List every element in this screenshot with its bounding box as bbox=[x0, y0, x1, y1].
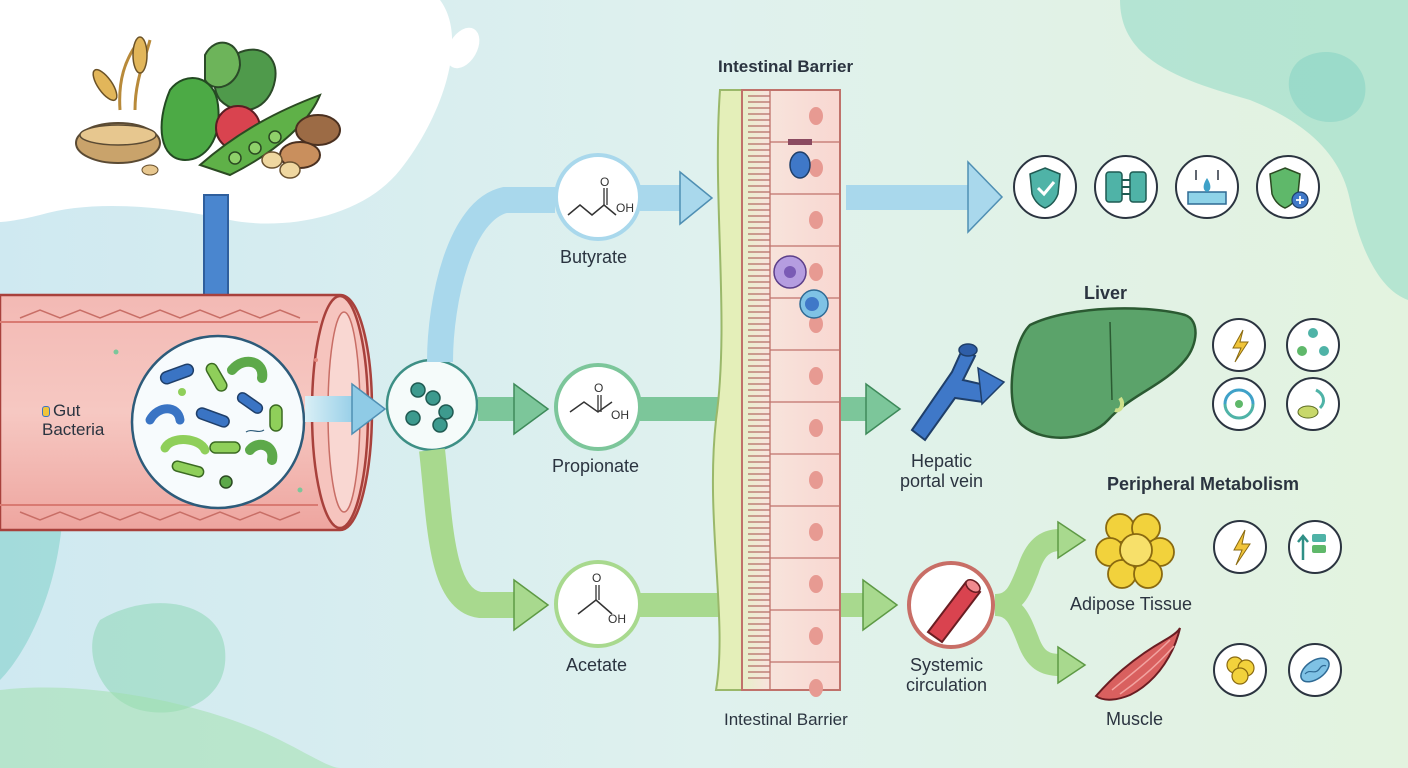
propionate-label: Propionate bbox=[552, 456, 640, 476]
peripheral-metabolism-label: Peripheral Metabolism bbox=[1107, 474, 1300, 494]
liver-effect-icons bbox=[1212, 318, 1340, 431]
bacteria-to-scfa-arrow bbox=[305, 382, 387, 436]
acetate-o-text: O bbox=[592, 571, 601, 585]
hepatic-portal-vein-label: Hepatic portal vein bbox=[900, 451, 984, 492]
gut-bacteria-line1: Gut bbox=[53, 401, 81, 420]
hepatic-portal-vein-line2: portal vein bbox=[900, 470, 984, 491]
adipose-effect-icons bbox=[1213, 520, 1342, 574]
butyrate-label: Butyrate bbox=[560, 247, 628, 267]
peripheral-fork-arrows bbox=[993, 520, 1087, 685]
propionate-oh-text: OH bbox=[611, 408, 629, 422]
muscle-illustration bbox=[1094, 627, 1181, 701]
highlight-blob bbox=[446, 27, 480, 69]
muscle-effect-icons bbox=[1213, 643, 1342, 697]
acetate-molecule bbox=[554, 560, 642, 648]
systemic-circulation-icon bbox=[907, 561, 995, 649]
gut-bacteria-label: Gut Bacteria bbox=[42, 401, 105, 439]
food-illustration bbox=[75, 36, 341, 179]
propionate-o-text: O bbox=[594, 381, 603, 395]
systemic-circulation-line2: circulation bbox=[906, 674, 988, 695]
intestinal-barrier bbox=[711, 89, 841, 697]
top-right-blob bbox=[1120, 0, 1408, 300]
scfa-hub bbox=[385, 358, 479, 452]
bacteria-marker-icon bbox=[42, 406, 50, 418]
liver-illustration bbox=[1010, 307, 1197, 439]
butyrate-pathway-arrow bbox=[427, 160, 1004, 363]
acetate-oh-text: OH bbox=[608, 612, 626, 626]
butyrate-o-text: O bbox=[600, 175, 609, 189]
hepatic-portal-vein-line1: Hepatic bbox=[911, 451, 973, 471]
hepatic-portal-vein bbox=[910, 343, 1006, 442]
liver-label: Liver bbox=[1084, 283, 1128, 303]
muscle-label: Muscle bbox=[1106, 709, 1164, 729]
propionate-molecule bbox=[554, 363, 642, 451]
gut-bacteria-line2: Bacteria bbox=[42, 419, 105, 439]
butyrate-molecule bbox=[554, 153, 642, 241]
barrier-effect-icons bbox=[1013, 155, 1320, 219]
acetate-label: Acetate bbox=[566, 655, 628, 675]
intestinal-barrier-top-label: Intestinal Barrier bbox=[718, 57, 854, 76]
bottom-blob bbox=[0, 687, 340, 768]
bottom-left-blob bbox=[92, 603, 226, 713]
butyrate-oh-text: OH bbox=[616, 201, 634, 215]
gut-bacteria-magnifier bbox=[130, 334, 306, 510]
small-blob bbox=[1288, 52, 1366, 122]
systemic-circulation-label: Systemic circulation bbox=[906, 655, 988, 696]
adipose-tissue-illustration bbox=[1095, 513, 1175, 589]
intestinal-barrier-bottom-label: Intestinal Barrier bbox=[724, 710, 848, 729]
adipose-tissue-label: Adipose Tissue bbox=[1070, 594, 1193, 614]
systemic-circulation-line1: Systemic bbox=[910, 655, 984, 675]
